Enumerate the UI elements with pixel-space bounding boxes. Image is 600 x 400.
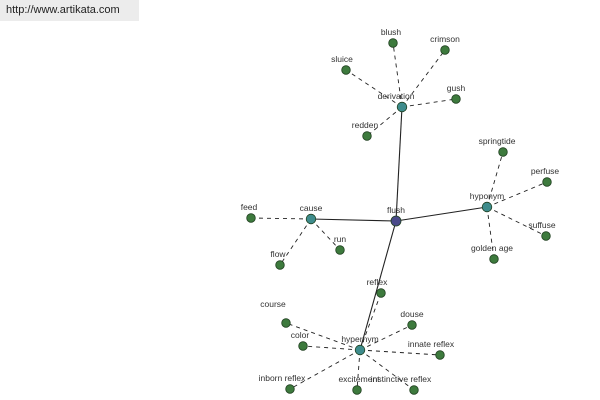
node-springtide[interactable]	[498, 147, 508, 157]
node-label-redden: redden	[352, 120, 379, 130]
edge-hyponym-suffuse	[486, 206, 547, 237]
node-label-crimson: crimson	[430, 34, 460, 44]
node-instinctive-reflex[interactable]	[409, 385, 419, 395]
edge-hypernym-inborn-reflex	[289, 349, 361, 390]
node-redden[interactable]	[362, 131, 372, 141]
edge-derivation-crimson	[401, 49, 446, 108]
node-label-inborn-reflex: inborn reflex	[259, 373, 307, 383]
node-label-flush: flush	[387, 205, 405, 215]
node-label-hyponym: hyponym	[470, 191, 505, 201]
node-sluice[interactable]	[341, 65, 351, 75]
node-gush[interactable]	[451, 94, 461, 104]
node-inborn-reflex[interactable]	[285, 384, 295, 394]
edge-cause-run	[310, 218, 341, 251]
node-label-feed: feed	[241, 202, 258, 212]
node-hypernym[interactable]	[354, 344, 366, 356]
edge-hyponym-perfuse	[486, 181, 548, 208]
edge-flush-cause	[310, 218, 397, 222]
node-label-sluice: sluice	[331, 54, 353, 64]
node-cause[interactable]	[305, 213, 317, 225]
edge-hypernym-excitement	[356, 349, 361, 391]
edge-hypernym-color	[302, 345, 361, 351]
node-label-innate-reflex: innate reflex	[408, 339, 455, 349]
node-golden-age[interactable]	[489, 254, 499, 264]
node-derivation[interactable]	[396, 101, 408, 113]
node-label-course: course	[260, 299, 286, 309]
node-label-color: color	[291, 330, 310, 340]
node-label-suffuse: suffuse	[528, 220, 556, 230]
node-run[interactable]	[335, 245, 345, 255]
node-label-gush: gush	[447, 83, 466, 93]
node-label-springtide: springtide	[479, 136, 516, 146]
node-label-flow: flow	[270, 249, 286, 259]
node-label-instinctive-reflex: instinctive reflex	[371, 374, 432, 384]
node-feed[interactable]	[246, 213, 256, 223]
node-reflex[interactable]	[376, 288, 386, 298]
node-label-douse: douse	[400, 309, 423, 319]
node-hyponym[interactable]	[481, 201, 493, 213]
edge-hypernym-innate-reflex	[359, 349, 441, 356]
label-layer: blush crimson sluice gush redden springtide pe…	[241, 27, 560, 384]
node-label-golden-age: golden age	[471, 243, 513, 253]
edge-hypernym-douse	[359, 324, 413, 351]
node-label-run: run	[334, 234, 347, 244]
edge-hypernym-instinctive-reflex	[359, 349, 415, 391]
site-url-link[interactable]: http://www.artikata.com	[0, 0, 139, 21]
node-crimson[interactable]	[440, 45, 450, 55]
node-label-reflex: reflex	[367, 277, 389, 287]
node-excitement[interactable]	[352, 385, 362, 395]
edge-flush-hyponym	[395, 206, 488, 222]
edge-hyponym-golden-age	[486, 206, 495, 260]
edge-derivation-blush	[392, 42, 403, 108]
edge-layer	[250, 42, 548, 391]
edge-cause-feed	[250, 217, 312, 220]
node-label-cause: cause	[300, 203, 323, 213]
edge-derivation-sluice	[345, 69, 403, 108]
node-flow[interactable]	[275, 260, 285, 270]
node-flush[interactable]	[390, 215, 402, 227]
node-label-derivation: derivation	[378, 91, 415, 101]
node-label-hypernym: hypernym	[341, 334, 378, 344]
node-color[interactable]	[298, 341, 308, 351]
edge-flush-hypernym	[359, 220, 397, 351]
node-suffuse[interactable]	[541, 231, 551, 241]
edge-hypernym-course	[285, 322, 361, 351]
edge-flush-derivation	[395, 106, 403, 222]
node-label-excitement: excitement	[338, 374, 380, 384]
node-innate-reflex[interactable]	[435, 350, 445, 360]
node-blush[interactable]	[388, 38, 398, 48]
edge-cause-flow	[279, 218, 312, 266]
edge-hyponym-springtide	[486, 151, 504, 208]
node-perfuse[interactable]	[542, 177, 552, 187]
node-label-perfuse: perfuse	[531, 166, 560, 176]
node-layer	[246, 38, 552, 395]
node-label-blush: blush	[381, 27, 402, 37]
edge-hypernym-reflex	[359, 292, 382, 351]
node-course[interactable]	[281, 318, 291, 328]
node-douse[interactable]	[407, 320, 417, 330]
edge-derivation-gush	[401, 98, 457, 108]
